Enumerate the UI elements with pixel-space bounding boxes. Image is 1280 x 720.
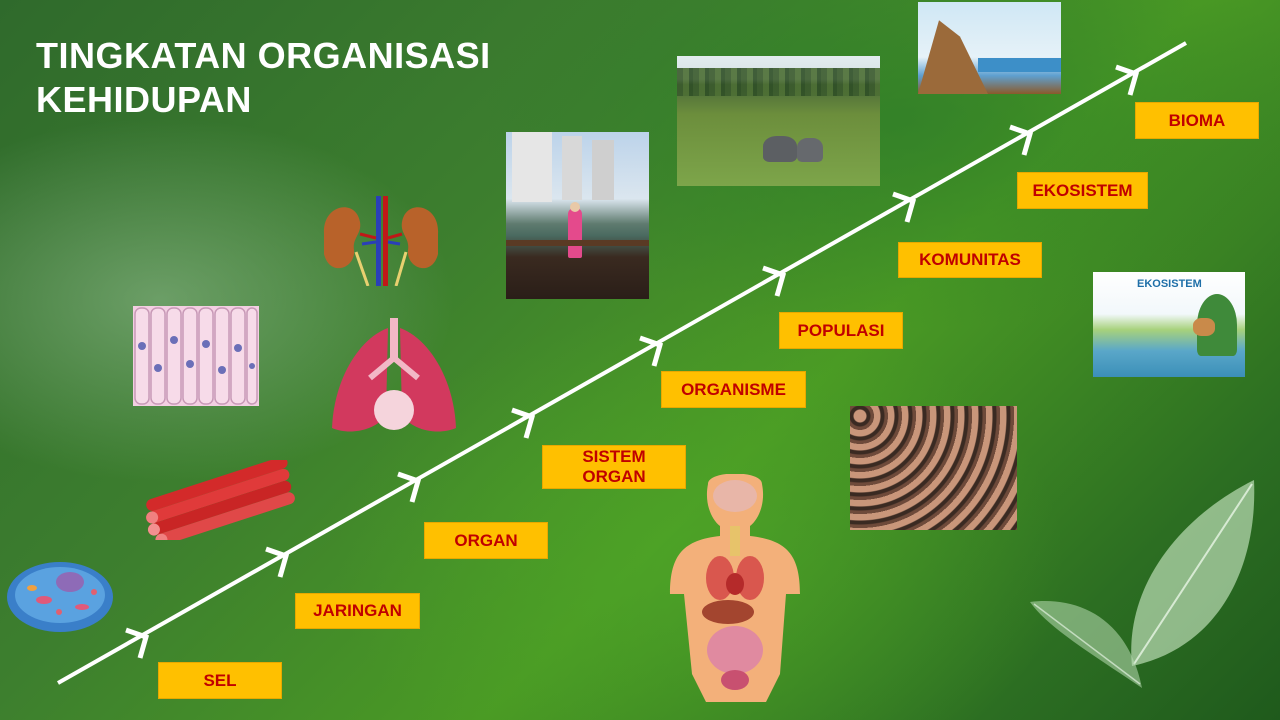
page-title: TINGKATAN ORGANISASI KEHIDUPAN [36, 34, 491, 122]
decorative-leaves [1030, 480, 1255, 688]
level-label-bioma: BIOMA [1135, 102, 1259, 139]
level-label-populasi: POPULASI [779, 312, 903, 349]
level-label-ekosistem: EKOSISTEM [1017, 172, 1148, 209]
ecosystem-picture: EKOSISTEM [1093, 272, 1245, 377]
level-label-sistem-organ: SISTEM ORGAN [542, 445, 686, 489]
title-line-2: KEHIDUPAN [36, 79, 252, 120]
level-label-jaringan: JARINGAN [295, 593, 420, 629]
level-label-organ: ORGAN [424, 522, 548, 559]
kidney-illustration [323, 196, 439, 286]
cell-illustration [7, 562, 113, 632]
biosphere-diagram [918, 2, 1061, 94]
crowd-photo [850, 406, 1017, 530]
ecosystem-caption: EKOSISTEM [1137, 278, 1202, 290]
level-label-sel: SEL [158, 662, 282, 699]
muscle-tissue-illustration [146, 460, 295, 540]
level-label-komunitas: KOMUNITAS [898, 242, 1042, 278]
human-organ-system-illustration [670, 474, 800, 702]
person-city-photo [506, 132, 649, 299]
epithelial-tissue-illustration [133, 306, 259, 406]
elephant-herd-photo [677, 56, 880, 186]
lungs-illustration [332, 318, 456, 432]
level-label-organisme: ORGANISME [661, 371, 806, 408]
title-line-1: TINGKATAN ORGANISASI [36, 35, 491, 76]
